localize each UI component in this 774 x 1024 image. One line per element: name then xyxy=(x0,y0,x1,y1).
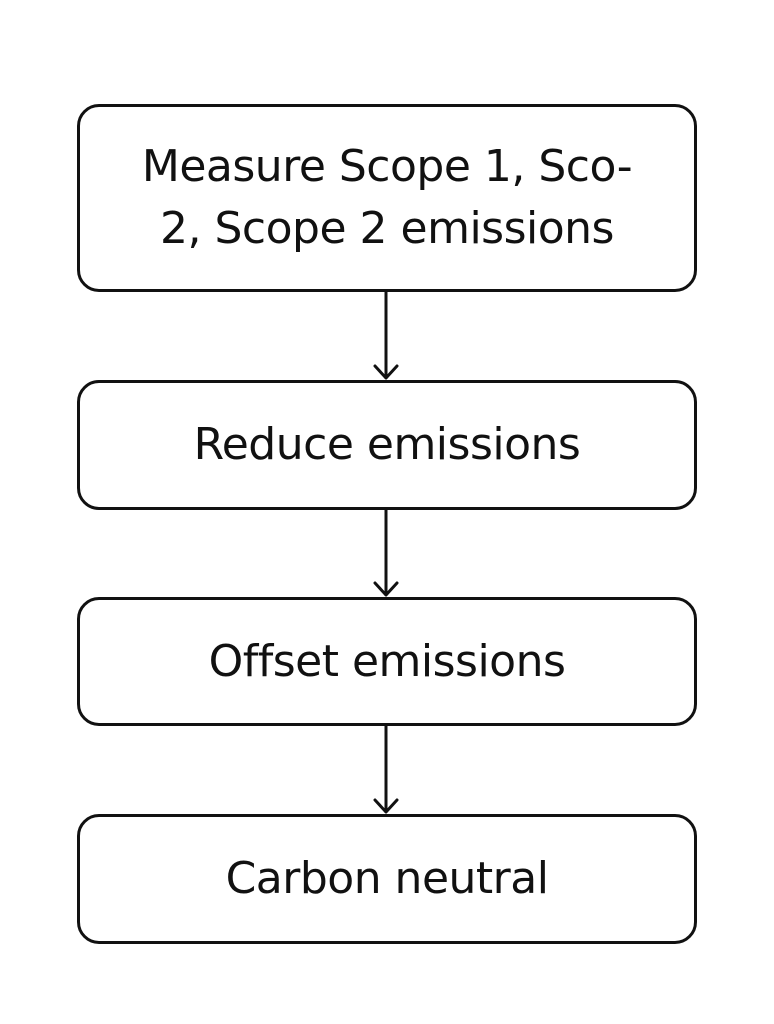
step-reduce-emissions: Reduce emissions xyxy=(77,380,697,510)
step-neutral-label: Carbon neutral xyxy=(225,853,549,904)
step-offset-emissions: Offset emissions xyxy=(77,597,697,726)
arrow-reduce-to-offset xyxy=(373,508,399,597)
step-carbon-neutral: Carbon neutral xyxy=(77,814,697,944)
arrow-measure-to-reduce xyxy=(373,290,399,380)
step-offset-label: Offset emissions xyxy=(208,635,566,687)
step-measure-emissions: Measure Scope 1, Sco- 2, Scope 2 emissio… xyxy=(77,104,697,292)
step-measure-label-line-1: Measure Scope 1, Sco- xyxy=(141,141,633,192)
arrow-offset-to-neutral xyxy=(373,724,399,814)
step-measure-label-line-2: 2, Scope 2 emissions xyxy=(160,203,614,254)
step-reduce-label: Reduce emissions xyxy=(193,419,581,470)
step-measure-label: Measure Scope 1, Sco- 2, Scope 2 emissio… xyxy=(141,136,633,260)
